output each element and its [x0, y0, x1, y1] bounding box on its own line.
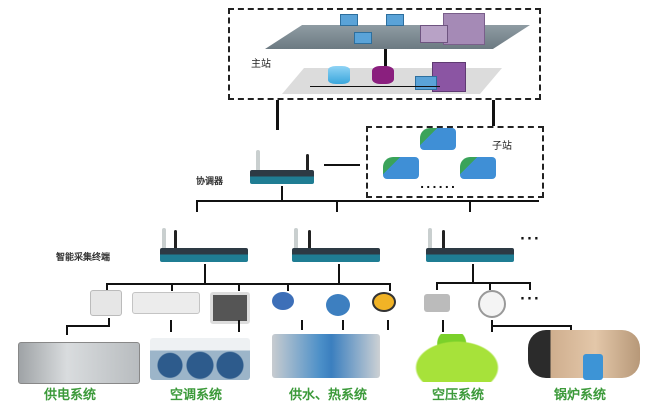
plane-link-line	[384, 49, 387, 67]
workstation-icon	[340, 14, 358, 26]
flowmeter-icon	[326, 294, 350, 316]
device-to-system-line	[238, 320, 240, 332]
router-body	[292, 248, 380, 262]
lower-bus-line	[310, 86, 440, 87]
device-to-system-line	[442, 320, 444, 332]
device-to-system-line	[66, 325, 110, 327]
monitor-icon	[420, 25, 448, 43]
collector-bus-line	[196, 200, 539, 202]
router-body	[250, 170, 314, 184]
level-sensor-icon	[372, 292, 396, 312]
device-to-system-line	[66, 325, 68, 335]
antenna-icon	[174, 230, 177, 250]
storage-icon	[372, 66, 394, 84]
router-body	[160, 248, 248, 262]
main-station-box	[228, 8, 541, 100]
router-body	[426, 248, 514, 262]
workstation-icon	[386, 14, 404, 26]
workstation-icon	[415, 76, 437, 90]
tree-line	[287, 283, 391, 285]
cooling-tower-image	[150, 338, 250, 380]
sub-station-label: 子站	[492, 141, 512, 152]
coordinator-to-substation-line	[324, 164, 360, 166]
client-pc-icon	[420, 128, 456, 150]
system-label-power: 供电系统	[43, 388, 96, 403]
tree-line	[338, 264, 340, 284]
tree-line	[529, 282, 531, 290]
collector-terminal[interactable]	[292, 228, 380, 262]
antenna-icon	[162, 228, 166, 256]
sensor-ellipsis: ···	[520, 292, 541, 307]
antenna-icon	[306, 154, 309, 174]
collector-drop-line	[196, 200, 198, 212]
power-meter-icon	[132, 292, 200, 314]
device-to-system-line	[342, 320, 344, 330]
collector-drop-line	[336, 200, 338, 212]
server-tower-icon	[432, 62, 466, 92]
device-to-system-line	[387, 320, 389, 330]
system-label-water-heat: 供水、热系统	[288, 388, 367, 403]
tree-line	[472, 264, 474, 284]
main-station-label: 主站	[251, 59, 271, 70]
server-tower-icon	[443, 13, 485, 45]
collector-terminal[interactable]	[160, 228, 248, 262]
tree-line	[287, 283, 289, 291]
tree-line	[489, 282, 491, 290]
tree-line	[106, 283, 306, 285]
collector-drop-line	[469, 200, 471, 212]
upper-network-plane	[265, 25, 530, 49]
tree-line	[436, 282, 438, 290]
antenna-icon	[428, 228, 432, 256]
device-to-system-line	[570, 325, 572, 333]
tree-line	[204, 264, 206, 284]
boiler-control-panel-image	[583, 354, 603, 380]
antenna-icon	[294, 228, 298, 256]
coordinator-down-line	[281, 186, 283, 200]
switchgear-cabinet-image	[18, 342, 140, 384]
coordinator-label: 协调器	[196, 177, 224, 187]
tree-line	[238, 283, 240, 291]
client-pc-icon	[383, 157, 419, 179]
tree-line	[171, 283, 173, 291]
water-treatment-image	[272, 334, 380, 378]
device-to-system-line	[170, 320, 172, 332]
coordinator-router[interactable]	[250, 150, 314, 184]
system-label-boiler: 锅炉系统	[553, 388, 606, 403]
transmitter-icon	[272, 292, 294, 310]
device-to-system-line	[491, 325, 572, 327]
sub-station-box	[366, 126, 544, 198]
tree-line	[389, 283, 391, 291]
collector-ellipsis: ···	[520, 232, 541, 247]
system-label-air-compressor: 空压系统	[431, 388, 484, 403]
recorder-display-icon	[210, 292, 250, 324]
humidity-sensor-icon	[424, 294, 450, 312]
main-to-coordinator-line	[276, 100, 279, 130]
antenna-icon	[308, 230, 311, 250]
client-pc-icon	[460, 157, 496, 179]
device-to-system-line	[108, 318, 110, 326]
collector-label: 智能采集终端	[56, 253, 111, 263]
air-compressor-image	[404, 334, 510, 382]
sub-station-ellipsis: ......	[420, 178, 458, 191]
collector-terminal[interactable]	[426, 228, 514, 262]
tree-line	[436, 282, 531, 284]
antenna-icon	[256, 150, 260, 174]
system-label-hvac: 空调系统	[169, 388, 222, 403]
workstation-icon	[354, 32, 372, 44]
device-to-system-line	[301, 320, 303, 330]
pressure-gauge-icon	[478, 290, 506, 318]
antenna-icon	[442, 230, 445, 250]
tree-line	[106, 283, 108, 291]
database-icon	[328, 66, 350, 84]
main-to-substation-line	[492, 100, 495, 126]
energy-meter-icon	[90, 290, 122, 316]
